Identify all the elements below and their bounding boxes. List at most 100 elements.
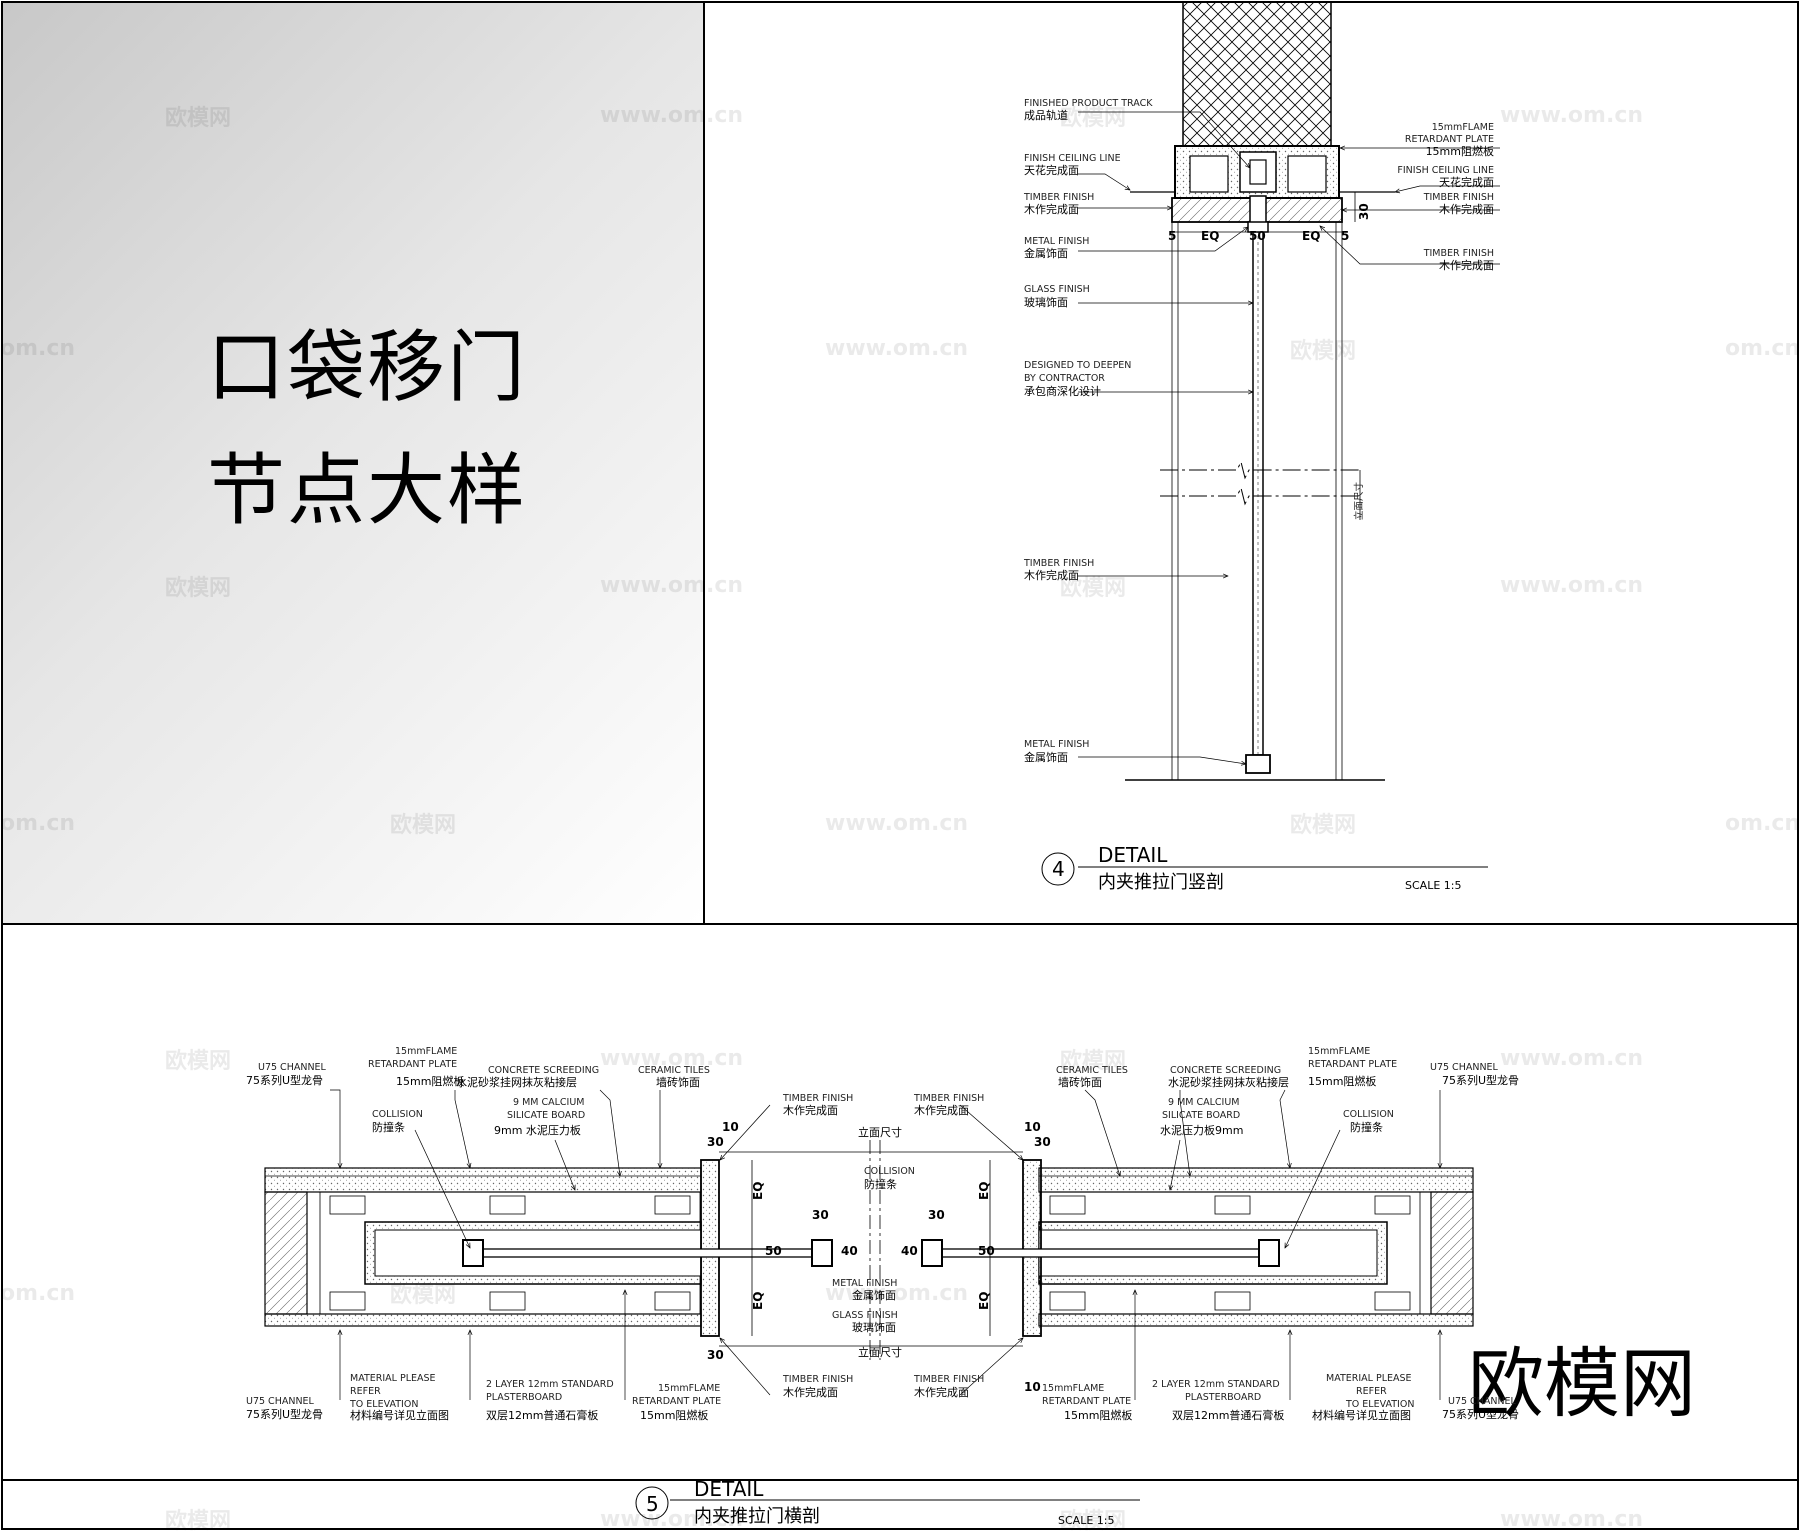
label-en: RETARDANT PLATE [1042,1396,1131,1407]
dim-40: 40 [841,1244,858,1258]
label-en: 2 LAYER 12mm STANDARD [486,1379,614,1390]
label-zh: 双层12mm普通石膏板 [1172,1408,1284,1422]
watermark-url: om.cn [0,1281,75,1306]
dim-50: 50 [978,1244,995,1258]
dim-elevation-top: 立面尺寸 [858,1125,902,1139]
watermark-url: www.om.cn [600,1507,743,1531]
label-en: METAL FINISH [1024,739,1089,750]
label-en: 15mmFLAME [1308,1046,1370,1057]
dim-5: 5 [1168,229,1176,243]
cover-title-line2: 节点大样 [207,446,528,536]
label-zh: 15mm阻燃板 [1064,1408,1132,1422]
label-en: RETARDANT PLATE [368,1059,457,1070]
dim-10: 10 [722,1120,739,1134]
label-zh: 双层12mm普通石膏板 [486,1408,598,1422]
label-zh: 玻璃饰面 [1024,295,1068,309]
watermark-brand: 欧模网 [390,812,456,838]
detail5-scale: SCALE 1:5 [1058,1514,1114,1527]
dim-10: 10 [1024,1120,1041,1134]
label-en: U75 CHANNEL [1430,1062,1499,1073]
watermark-url: www.om.cn [1500,1046,1643,1071]
label-zh: 水泥砂浆挂网抹灰粘接层 [456,1075,577,1089]
watermark-url: om.cn [0,336,75,361]
watermark-brand: 欧模网 [1290,338,1356,364]
label-en: TIMBER FINISH [782,1374,853,1385]
dim-50: 50 [1249,229,1266,243]
detail5-labels: U75 CHANNEL 75系列U型龙骨 15mmFLAME RETARDANT… [246,1046,1519,1527]
label-en: FINISHED PRODUCT TRACK [1024,98,1153,109]
dim-eq: EQ [1201,229,1219,243]
label-en: METAL FINISH [1024,236,1089,247]
watermark-url: www.om.cn [825,811,968,836]
watermark-url: www.om.cn [600,103,743,128]
label-zh: 木作完成面 [783,1103,838,1117]
label-zh: 木作完成面 [1024,202,1079,216]
label-zh: 防撞条 [864,1177,897,1191]
label-zh: 材料编号详见立面图 [1312,1408,1411,1422]
label-en: TO ELEVATION [1345,1399,1414,1410]
dim-30: 30 [707,1348,724,1362]
label-zh: 承包商深化设计 [1024,384,1101,398]
label-en: U75 CHANNEL [258,1062,327,1073]
detail4-number: 4 [1052,857,1065,881]
label-en: FINISH CEILING LINE [1397,165,1494,176]
label-zh: 天花完成面 [1024,163,1079,177]
watermark-brand: 欧模网 [1060,1048,1126,1074]
label-zh: 75系列U型龙骨 [246,1073,323,1087]
detail4-subtitle: 内夹推拉门竖剖 [1098,872,1224,893]
cover-title-line1: 口袋移门 [207,323,528,413]
label-zh: 成品轨道 [1024,108,1068,122]
ceiling-void [1287,155,1327,193]
label-en: CERAMIC TILES [1056,1065,1128,1076]
dim-30: 30 [928,1208,945,1222]
dim-eq: EQ [751,1182,765,1200]
label-zh: 木作完成面 [1439,258,1494,272]
label-en: COLLISION [864,1166,915,1177]
watermark-brand: 欧模网 [1060,1508,1126,1531]
watermark-brand: 欧模网 [165,575,231,601]
slab [1182,1,1332,147]
label-en: RETARDANT PLATE [1308,1059,1397,1070]
label-en: GLASS FINISH [1024,284,1090,295]
dim-30: 30 [812,1208,829,1222]
watermark-brand: 欧模网 [165,105,231,131]
watermark-brand: 欧模网 [165,1048,231,1074]
label-zh: 墙砖饰面 [1058,1075,1102,1089]
label-en: CONCRETE SCREEDING [488,1065,599,1076]
metal-bottom [1245,754,1271,774]
watermark-brand: 欧模网 [1060,105,1126,131]
watermark-url: www.om.cn [1500,573,1643,598]
detail4-section [1041,1,1500,886]
label-en: METAL FINISH [832,1278,897,1289]
cover-panel: 口袋移门 节点大样 [2,2,703,923]
label-en: TO ELEVATION [349,1399,418,1410]
label-en: BY CONTRACTOR [1024,373,1105,384]
watermark-url: www.om.cn [600,573,743,598]
label-zh: 75系列U型龙骨 [1442,1407,1519,1421]
label-en: TIMBER FINISH [1023,558,1094,569]
label-en: TIMBER FINISH [1423,192,1494,203]
detail4-title: DETAIL [1098,843,1168,867]
label-en: MATERIAL PLEASE [350,1373,436,1384]
label-en: 15mmFLAME [658,1383,720,1394]
detail4-labels: FINISHED PRODUCT TRACK 成品轨道 FINISH CEILI… [1023,98,1494,893]
label-en: REFER [350,1386,381,1397]
label-en: TIMBER FINISH [1423,248,1494,259]
label-zh: 玻璃饰面 [852,1320,896,1334]
cover-title: 口袋移门 节点大样 [207,307,527,553]
dim-5: 5 [1341,229,1349,243]
label-zh: 材料编号详见立面图 [350,1408,449,1422]
label-en: COLLISION [1343,1109,1394,1120]
dim-elevation-bottom: 立面尺寸 [858,1345,902,1359]
label-en: TIMBER FINISH [1023,192,1094,203]
watermark-layer: 欧模网 www.om.cn 欧模网 www.om.cn om.cn www.om… [0,103,1800,1531]
label-zh: 75系列U型龙骨 [246,1407,323,1421]
label-en: PLASTERBOARD [1185,1392,1261,1403]
dim-30: 30 [1034,1135,1051,1149]
detail5-title: DETAIL [694,1477,764,1501]
detail4-scale: SCALE 1:5 [1405,879,1461,892]
watermark-url: www.om.cn [1500,103,1643,128]
label-zh: 15mm阻燃板 [1308,1074,1376,1088]
dim-eq: EQ [977,1182,991,1200]
label-zh: 9mm 水泥压力板 [494,1123,581,1137]
